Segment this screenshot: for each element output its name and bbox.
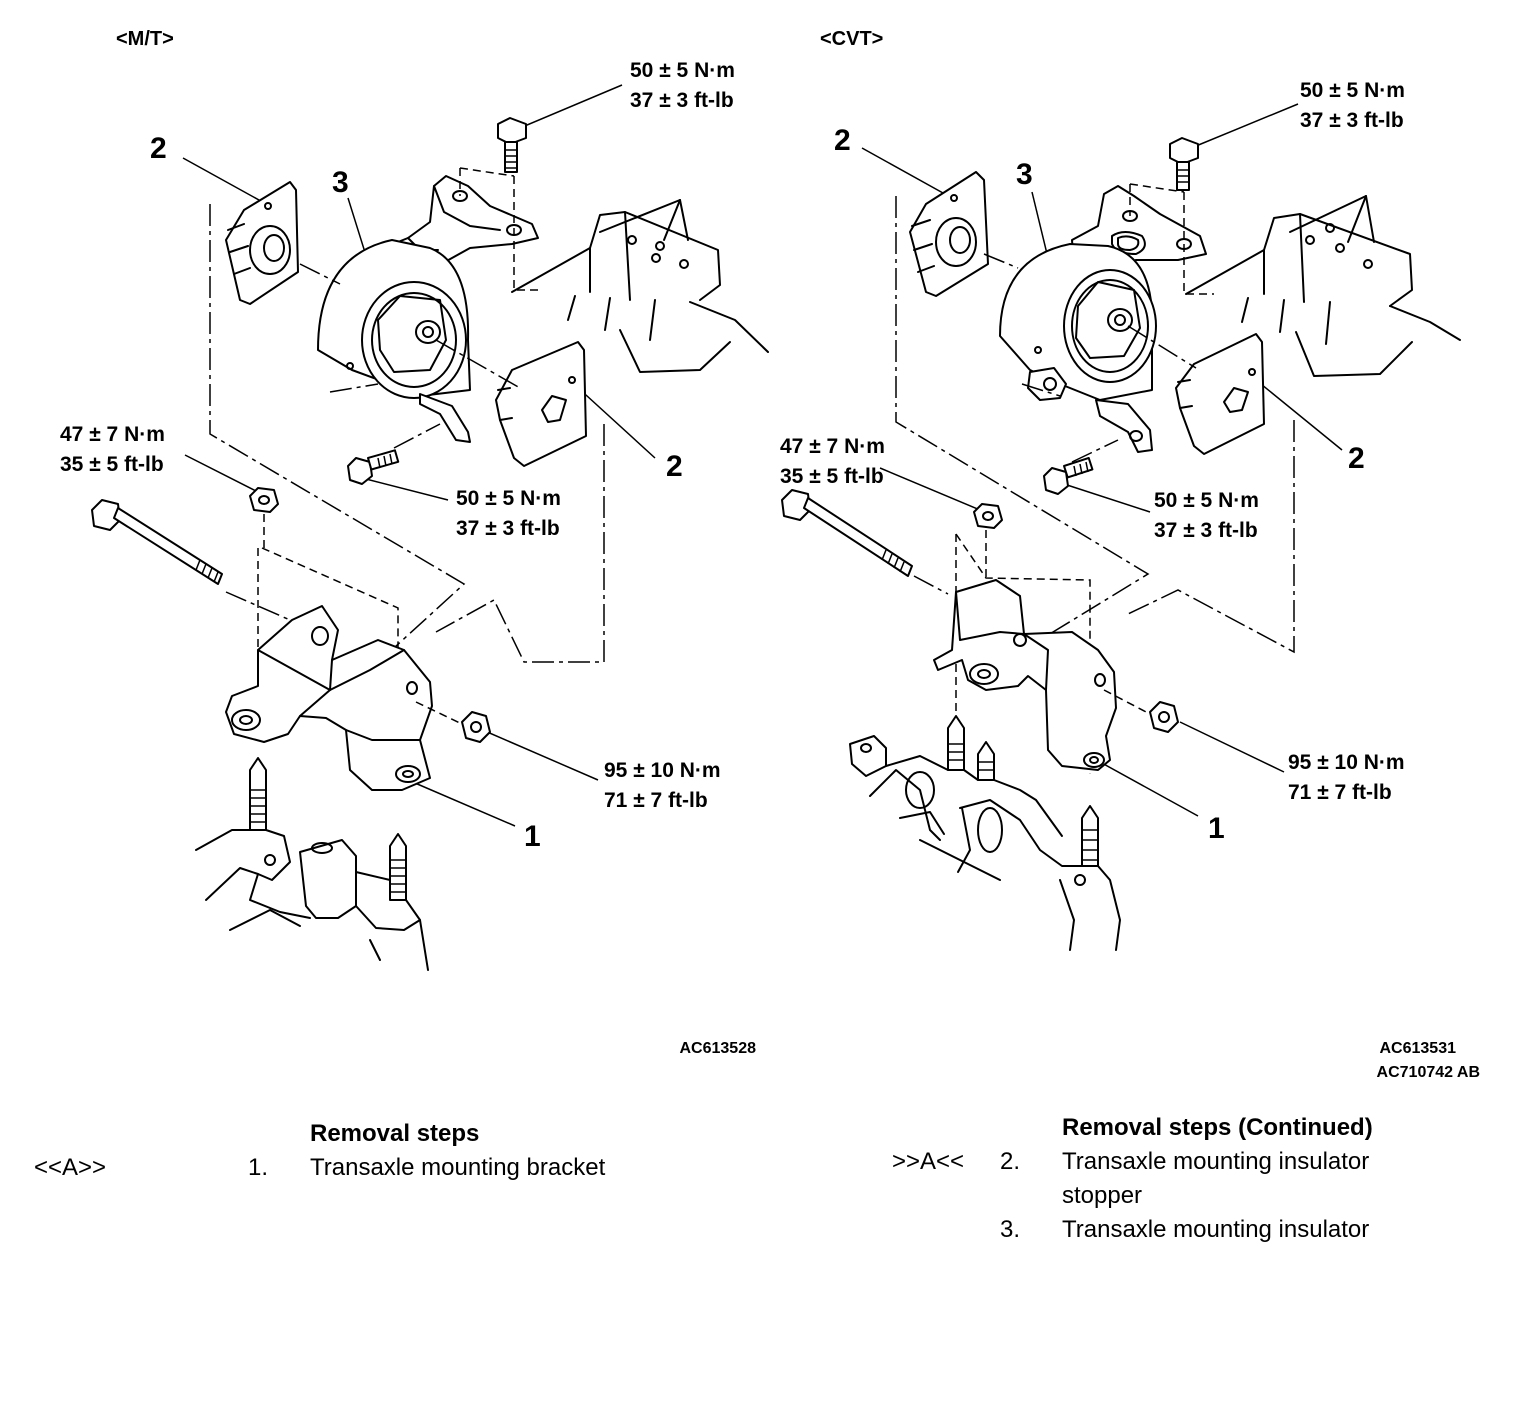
cvt-top-bolt xyxy=(1169,137,1199,191)
cvt-mid-bolt xyxy=(1043,456,1094,495)
cvt-torque-right: 95 ± 10 N·m 71 ± 7 ft-lb xyxy=(1288,748,1405,808)
mt-torque-mid-ftlb: 37 ± 3 ft-lb xyxy=(456,517,560,540)
removal-step-2-text-line2: stopper xyxy=(1062,1182,1143,1209)
mt-stopper-right xyxy=(495,341,587,467)
mt-torque-mid: 50 ± 5 N·m 37 ± 3 ft-lb xyxy=(456,484,561,544)
cvt-torque-right-ftlb: 71 ± 7 ft-lb xyxy=(1288,781,1392,804)
mt-top-bolt xyxy=(497,117,527,173)
cvt-figure-code: AC613531 xyxy=(1300,1038,1457,1060)
removal-steps-continued-heading: Removal steps (Continued) xyxy=(1062,1114,1373,1141)
cvt-long-bolt xyxy=(781,489,913,577)
mt-studs xyxy=(249,757,407,901)
mt-diagram xyxy=(91,84,769,971)
mt-top-bolt-guides xyxy=(459,167,540,291)
cvt-torque-mid-ftlb: 37 ± 3 ft-lb xyxy=(1154,519,1258,542)
mt-stopper-upper xyxy=(225,181,299,305)
cvt-transmission-case xyxy=(849,735,1121,951)
removal-step-2-text: Transaxle mounting insulator xyxy=(1062,1148,1370,1175)
mt-leader-lines xyxy=(182,84,656,827)
mt-engine-block xyxy=(511,199,769,373)
cvt-figure-code-2-text: AC710742 AB xyxy=(1376,1064,1480,1081)
cvt-callout-2-right: 2 xyxy=(1348,442,1365,475)
cvt-nut-right xyxy=(1103,689,1179,733)
mt-torque-left-nm: 47 ± 7 N·m xyxy=(60,423,165,446)
removal-steps-heading: Removal steps xyxy=(310,1120,480,1147)
mt-torque-mid-nm: 50 ± 5 N·m xyxy=(456,487,561,510)
cvt-figure-code-2: AC710742 AB xyxy=(1300,1062,1480,1084)
cvt-torque-left-ftlb: 35 ± 5 ft-lb xyxy=(780,465,884,488)
cvt-torque-top-ftlb: 37 ± 3 ft-lb xyxy=(1300,109,1404,132)
mt-nut-top xyxy=(249,487,279,513)
mt-transmission-case xyxy=(195,829,429,971)
mt-torque-top-ftlb: 37 ± 3 ft-lb xyxy=(630,89,734,112)
mt-long-bolt xyxy=(91,499,223,585)
cvt-torque-right-nm: 95 ± 10 N·m xyxy=(1288,751,1405,774)
mt-bracket xyxy=(225,605,433,791)
removal-step-3-text: Transaxle mounting insulator xyxy=(1062,1216,1370,1243)
mt-variant-label: <M/T> xyxy=(116,28,174,50)
mt-torque-left: 47 ± 7 N·m 35 ± 5 ft-lb xyxy=(60,420,165,480)
cvt-top-bolt-guides xyxy=(1129,183,1214,295)
cvt-torque-left: 47 ± 7 N·m 35 ± 5 ft-lb xyxy=(780,432,885,492)
cvt-figure-code-text: AC613531 xyxy=(1379,1040,1457,1057)
mt-callout-2-right: 2 xyxy=(666,450,683,483)
mt-callout-3: 3 xyxy=(332,166,349,199)
cvt-torque-left-nm: 47 ± 7 N·m xyxy=(780,435,885,458)
cvt-insulator xyxy=(999,243,1157,453)
cvt-variant-label: <CVT> xyxy=(820,28,884,50)
removal-step-1-text: Transaxle mounting bracket xyxy=(310,1154,606,1181)
mt-alignment-lines xyxy=(209,204,605,669)
mt-insulator xyxy=(317,239,471,443)
cvt-torque-top: 50 ± 5 N·m 37 ± 3 ft-lb xyxy=(1300,76,1405,136)
mt-torque-right-ftlb: 71 ± 7 ft-lb xyxy=(604,789,708,812)
mt-torque-right: 95 ± 10 N·m 71 ± 7 ft-lb xyxy=(604,756,721,816)
cvt-bracket xyxy=(933,579,1117,771)
mt-torque-right-nm: 95 ± 10 N·m xyxy=(604,759,721,782)
cvt-torque-mid: 50 ± 5 N·m 37 ± 3 ft-lb xyxy=(1154,486,1259,546)
cvt-engine-block xyxy=(1185,195,1461,377)
mt-figure-code-text: AC613528 xyxy=(679,1040,757,1057)
cvt-studs xyxy=(947,715,1099,867)
mt-mid-bolt xyxy=(347,449,400,485)
cvt-nut-top xyxy=(973,503,1003,529)
cvt-diagram xyxy=(781,103,1461,951)
cvt-callout-3: 3 xyxy=(1016,158,1033,191)
mt-torque-top: 50 ± 5 N·m 37 ± 3 ft-lb xyxy=(630,56,735,116)
cvt-torque-mid-nm: 50 ± 5 N·m xyxy=(1154,489,1259,512)
removal-step-2-number: 2. xyxy=(1000,1148,1021,1175)
mt-callout-2-upper: 2 xyxy=(150,132,167,165)
removal-step-2-mark: >>A<< xyxy=(892,1148,965,1175)
cvt-leader-lines xyxy=(861,103,1343,817)
removal-step-1-mark: <<A>> xyxy=(34,1154,107,1181)
cvt-callout-1: 1 xyxy=(1208,812,1225,845)
cvt-torque-top-nm: 50 ± 5 N·m xyxy=(1300,79,1405,102)
cvt-callout-2-upper: 2 xyxy=(834,124,851,157)
cvt-stopper-right xyxy=(1175,333,1265,455)
mt-torque-left-ftlb: 35 ± 5 ft-lb xyxy=(60,453,164,476)
removal-step-3-number: 3. xyxy=(1000,1216,1021,1243)
mt-torque-top-nm: 50 ± 5 N·m xyxy=(630,59,735,82)
removal-step-1-number: 1. xyxy=(248,1154,269,1181)
cvt-alignment-lines xyxy=(895,196,1295,654)
mt-nut-right xyxy=(415,701,491,743)
mt-callout-1: 1 xyxy=(524,820,541,853)
mt-figure-code: AC613528 xyxy=(620,1038,757,1060)
cvt-stopper-upper xyxy=(909,171,989,297)
